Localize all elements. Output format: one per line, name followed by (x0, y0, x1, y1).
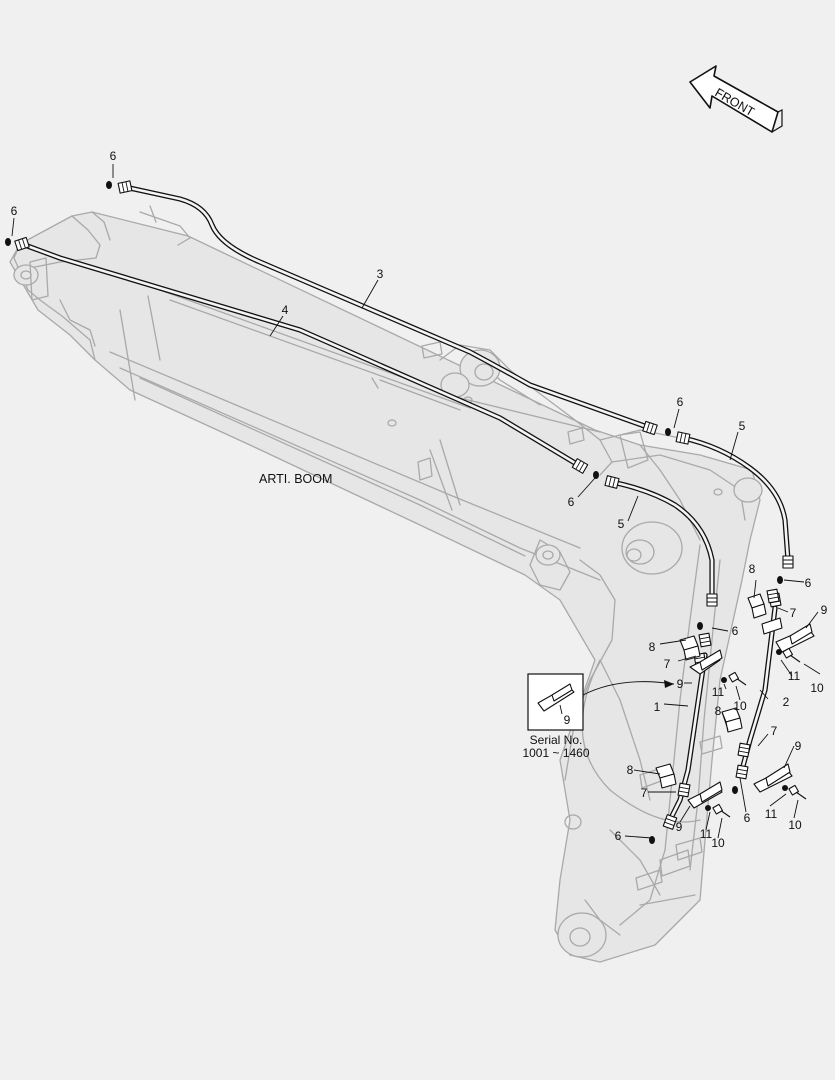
fitting-nut (675, 431, 691, 445)
callout-6: 6 (568, 495, 575, 509)
fitting-nut (782, 555, 794, 569)
fitting-detail (783, 559, 793, 565)
callout-10: 10 (711, 836, 725, 850)
fitting-nut (706, 593, 718, 607)
o-ring (665, 428, 671, 436)
pipe-4 (19, 241, 583, 469)
fitting-nut (735, 764, 749, 780)
serial-inset: 9 Serial No. 1001 ~ 1460 (522, 673, 675, 760)
fitting-nut (571, 458, 589, 474)
serial-caption: Serial No. (530, 733, 583, 747)
callouts: 6 6 3 4 6 5 6 5 8 6 7 9 11 10 1 8 6 7 9 … (11, 149, 828, 850)
pipe-5-upper (680, 435, 791, 563)
callout-5: 5 (739, 419, 746, 433)
o-ring (649, 836, 655, 844)
callout-8: 8 (649, 640, 656, 654)
callout-11: 11 (700, 827, 713, 841)
callout-7: 7 (641, 786, 648, 800)
callout-8: 8 (715, 704, 722, 718)
boom-label: ARTI. BOOM (259, 472, 332, 486)
callout-3: 3 (377, 267, 384, 281)
pipe-3 (122, 184, 653, 431)
fitting-nut (737, 742, 751, 758)
fitting-detail (121, 181, 129, 193)
fitting-detail (679, 432, 687, 444)
clamp-upper-right (747, 593, 815, 653)
fitting-detail (608, 476, 616, 488)
o-ring (777, 576, 783, 584)
clamp-upper-left (679, 635, 723, 675)
fitting-detail (738, 746, 750, 754)
fitting-nut (766, 588, 780, 604)
callout-1: 1 (654, 700, 661, 714)
serial-range: 1001 ~ 1460 (522, 746, 589, 760)
callout-10: 10 (810, 681, 824, 695)
callout-6: 6 (11, 204, 18, 218)
o-ring (697, 622, 703, 630)
boom-outline (9, 205, 763, 963)
leader-lines (11, 164, 821, 839)
callout-10: 10 (788, 818, 802, 832)
clamp-lower-right (721, 707, 793, 793)
callout-6: 6 (732, 624, 739, 638)
fitting-detail (707, 597, 717, 603)
fitting-nut (604, 475, 620, 489)
fitting-detail (575, 460, 585, 472)
callout-9: 9 (677, 677, 684, 691)
fitting-detail (767, 592, 779, 600)
callout-6: 6 (805, 576, 812, 590)
callout-5: 5 (618, 517, 625, 531)
o-ring (5, 238, 11, 246)
callout-9: 9 (795, 739, 802, 753)
o-ring (106, 181, 112, 189)
callout-4: 4 (282, 303, 289, 317)
callout-6: 6 (744, 811, 751, 825)
callout-11: 11 (788, 669, 801, 683)
fitting-nut (698, 632, 712, 648)
callout-6: 6 (615, 829, 622, 843)
pipe-5-lower (609, 479, 715, 601)
bolts (705, 647, 807, 818)
inset-part-number: 9 (564, 713, 571, 727)
callout-8: 8 (627, 763, 634, 777)
callout-10: 10 (733, 699, 747, 713)
callout-9: 9 (821, 603, 828, 617)
callout-7: 7 (790, 606, 797, 620)
callout-11: 11 (712, 685, 725, 699)
callout-2: 2 (783, 695, 790, 709)
fitting-detail (699, 636, 711, 644)
callout-9: 9 (676, 820, 683, 834)
fitting-detail (18, 238, 26, 250)
fitting-detail (678, 786, 690, 794)
clamp-lower-left (655, 763, 723, 809)
callout-11: 11 (765, 807, 778, 821)
callout-6: 6 (677, 395, 684, 409)
fitting-detail (646, 422, 654, 434)
fitting-nut (642, 420, 658, 436)
o-ring (593, 471, 599, 479)
callout-7: 7 (664, 657, 671, 671)
callout-6: 6 (110, 149, 117, 163)
callout-8: 8 (749, 562, 756, 576)
fitting-nut (677, 782, 691, 798)
fitting-nut (117, 180, 133, 194)
o-ring (732, 786, 738, 794)
fitting-detail (664, 817, 676, 827)
callout-7: 7 (771, 724, 778, 738)
front-direction-arrow (689, 65, 783, 133)
fitting-detail (736, 768, 748, 776)
